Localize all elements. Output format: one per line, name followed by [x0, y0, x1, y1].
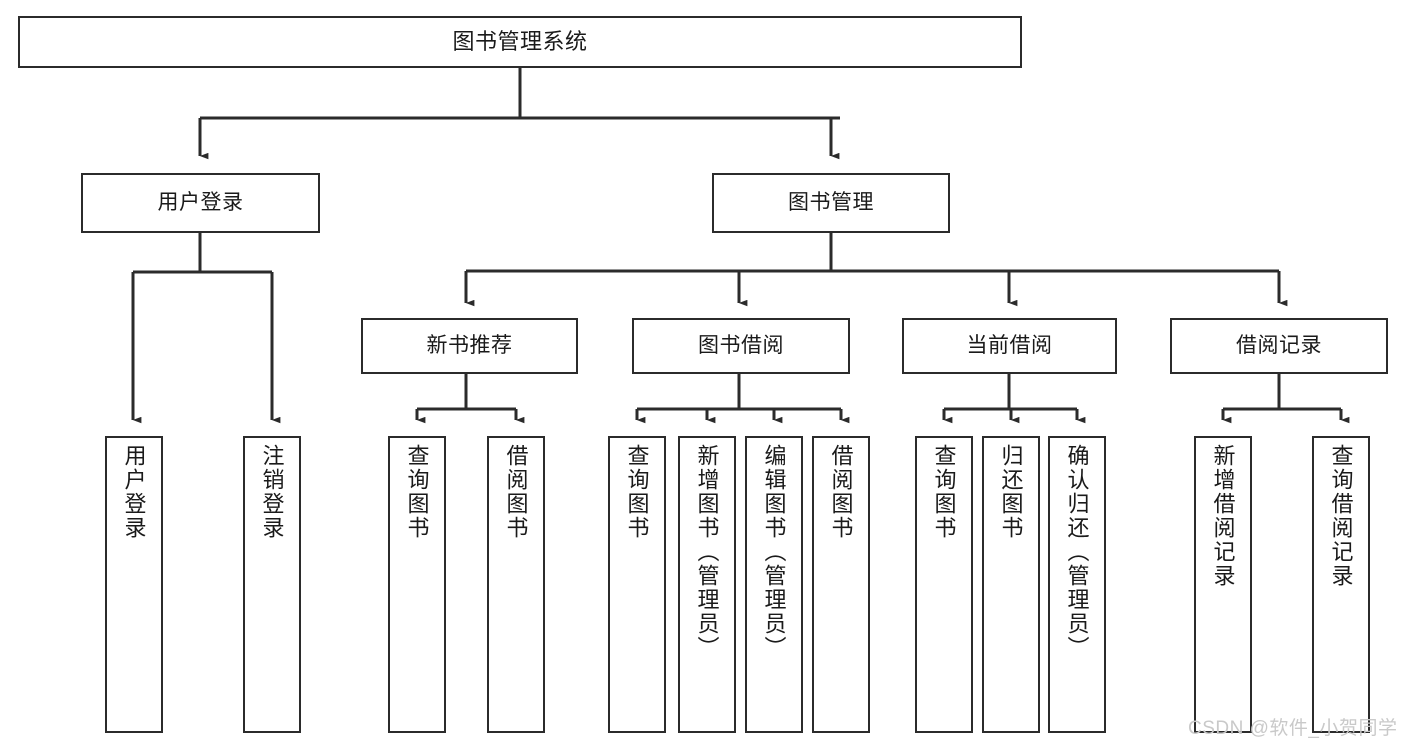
node-leaf-borrow-book[interactable]: 借阅图书 — [812, 436, 870, 733]
node-leaf-user-login[interactable]: 用户登录 — [105, 436, 163, 733]
node-book-borrow[interactable]: 图书借阅 — [632, 318, 850, 374]
node-book-management[interactable]: 图书管理 — [712, 173, 950, 233]
node-borrow-record[interactable]: 借阅记录 — [1170, 318, 1388, 374]
node-leaf-confirm-return-admin[interactable]: 确认归还（管理员） — [1048, 436, 1106, 733]
node-leaf-add-borrow-record-label: 新增借阅记录 — [1210, 444, 1236, 588]
node-leaf-query-book-borrow-label: 查询图书 — [624, 444, 650, 540]
node-root-label: 图书管理系统 — [452, 28, 588, 54]
node-new-book-recommend-label: 新书推荐 — [426, 334, 513, 358]
node-leaf-query-book-recommend[interactable]: 查询图书 — [388, 436, 446, 733]
node-current-borrow-label: 当前借阅 — [966, 334, 1053, 358]
node-book-borrow-label: 图书借阅 — [698, 334, 784, 358]
node-leaf-edit-book-admin-label: 编辑图书（管理员） — [761, 444, 787, 660]
node-user-login[interactable]: 用户登录 — [81, 173, 320, 233]
node-leaf-add-borrow-record[interactable]: 新增借阅记录 — [1194, 436, 1252, 733]
node-root[interactable]: 图书管理系统 — [18, 16, 1022, 68]
node-leaf-add-book-admin[interactable]: 新增图书（管理员） — [678, 436, 736, 733]
node-leaf-query-book-borrow[interactable]: 查询图书 — [608, 436, 666, 733]
node-leaf-user-logout[interactable]: 注销登录 — [243, 436, 301, 733]
node-leaf-query-borrow-record-label: 查询借阅记录 — [1328, 444, 1354, 588]
node-borrow-record-label: 借阅记录 — [1236, 334, 1322, 358]
node-leaf-query-borrow-record[interactable]: 查询借阅记录 — [1312, 436, 1370, 733]
node-leaf-edit-book-admin[interactable]: 编辑图书（管理员） — [745, 436, 803, 733]
node-leaf-confirm-return-admin-label: 确认归还（管理员） — [1064, 444, 1090, 660]
node-leaf-borrow-book-label: 借阅图书 — [828, 444, 854, 540]
node-leaf-return-book-label: 归还图书 — [998, 444, 1024, 540]
node-leaf-user-login-label: 用户登录 — [121, 444, 147, 540]
node-book-management-label: 图书管理 — [788, 191, 874, 215]
node-leaf-user-logout-label: 注销登录 — [259, 444, 285, 540]
node-leaf-query-book-current-label: 查询图书 — [931, 444, 957, 540]
watermark-text: CSDN @软件_小贺同学 — [1188, 718, 1398, 739]
node-leaf-borrow-book-recommend-label: 借阅图书 — [503, 444, 529, 540]
node-leaf-query-book-current[interactable]: 查询图书 — [915, 436, 973, 733]
node-leaf-query-book-recommend-label: 查询图书 — [404, 444, 430, 540]
node-user-login-label: 用户登录 — [157, 191, 244, 215]
node-current-borrow[interactable]: 当前借阅 — [902, 318, 1117, 374]
node-new-book-recommend[interactable]: 新书推荐 — [361, 318, 578, 374]
node-leaf-borrow-book-recommend[interactable]: 借阅图书 — [487, 436, 545, 733]
node-leaf-add-book-admin-label: 新增图书（管理员） — [694, 444, 720, 660]
node-leaf-return-book[interactable]: 归还图书 — [982, 436, 1040, 733]
